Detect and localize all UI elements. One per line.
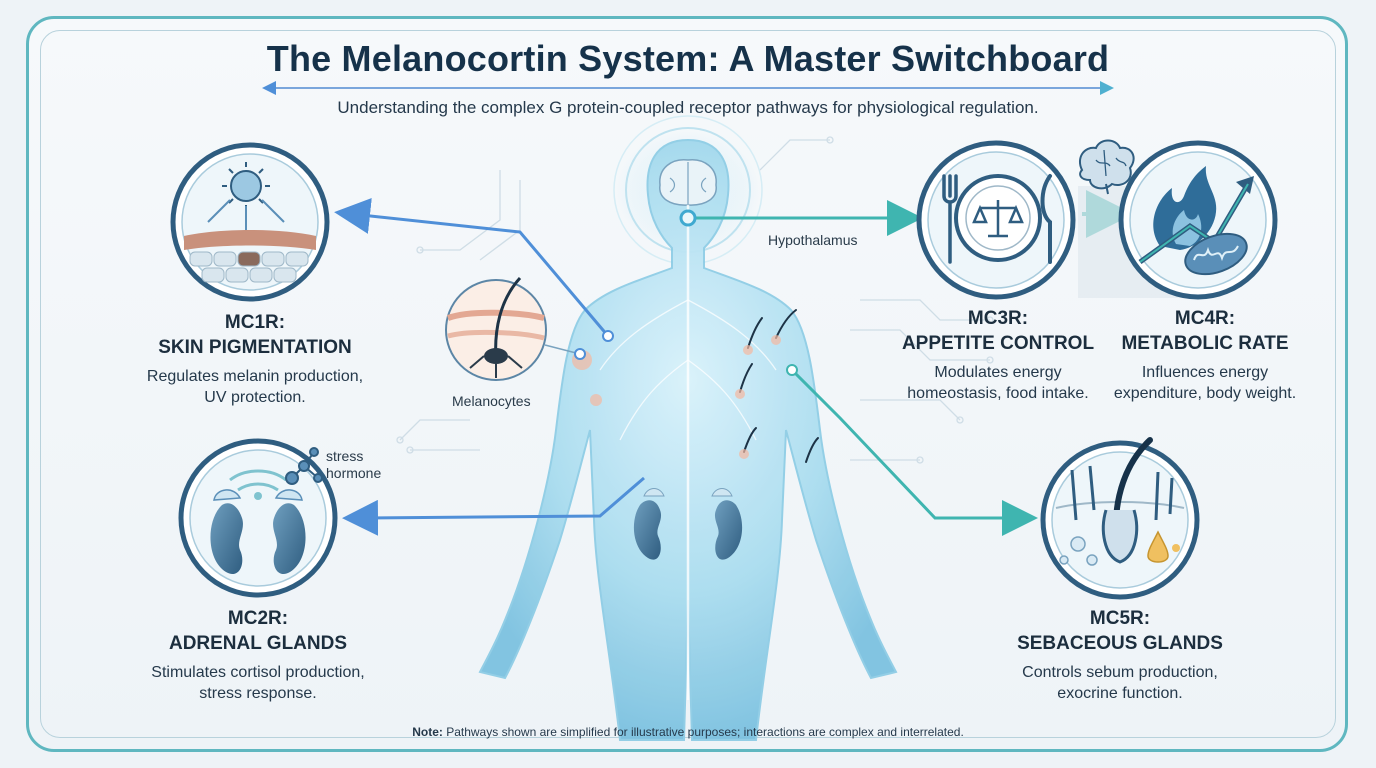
mc1r-desc: Regulates melanin production, UV protect…	[130, 366, 380, 408]
mc2r-name: ADRENAL GLANDS	[168, 633, 348, 654]
mc1r-label: MC1R: SKIN PIGMENTATION Regulates melani…	[130, 310, 380, 408]
mc5r-desc-line2: exocrine function.	[1057, 685, 1183, 702]
mc3r-desc: Modulates energy homeostasis, food intak…	[886, 362, 1110, 404]
mc5r-desc: Controls sebum production, exocrine func…	[1000, 662, 1240, 704]
mc4r-icon-circle	[1078, 140, 1278, 300]
mc2r-label: MC2R: ADRENAL GLANDS Stimulates cortisol…	[128, 606, 388, 704]
mc2r-icon-circle	[178, 438, 338, 598]
footnote-prefix: Note:	[412, 725, 443, 739]
mc4r-label: MC4R: METABOLIC RATE Influences energy e…	[1100, 306, 1310, 404]
arrow-mc1r	[334, 198, 614, 342]
oil-drop-icon	[1147, 530, 1180, 563]
mc5r-desc-line1: Controls sebum production,	[1022, 664, 1218, 681]
mc1r-desc-line2: UV protection.	[204, 389, 306, 406]
stress-hormone-line2: hormone	[326, 465, 382, 481]
mc5r-label: MC5R: SEBACEOUS GLANDS Controls sebum pr…	[1000, 606, 1240, 704]
page-subtitle: Understanding the complex G protein-coup…	[337, 98, 1039, 117]
mc4r-code: MC4R:	[1174, 308, 1236, 329]
mc2r-desc-line2: stress response.	[199, 685, 317, 702]
mc1r-icon-circle	[170, 142, 330, 302]
mc3r-label: MC3R: APPETITE CONTROL Modulates energy …	[886, 306, 1110, 404]
brain-icon	[1078, 139, 1135, 195]
mc1r-desc-line1: Regulates melanin production,	[146, 368, 364, 385]
arrow-mc2r	[342, 476, 645, 536]
arrow-mc3r	[679, 200, 923, 236]
hypothalamus-label: Hypothalamus	[768, 232, 858, 248]
mc2r-desc-line1: Stimulates cortisol production,	[151, 664, 365, 681]
melanocytes-label: Melanocytes	[452, 393, 531, 409]
mc1r-code: MC1R:	[224, 312, 286, 333]
scale-icon	[972, 200, 1024, 238]
kidney-icon	[210, 489, 306, 574]
mc2r-desc: Stimulates cortisol production, stress r…	[128, 662, 388, 704]
mc3r-code: MC3R:	[967, 308, 1029, 329]
mitochondria-icon	[1184, 232, 1248, 276]
mc4r-desc-line2: expenditure, body weight.	[1113, 385, 1297, 402]
page-title: The Melanocortin System: A Master Switch…	[266, 38, 1110, 79]
mc4r-desc-line1: Influences energy	[1141, 364, 1269, 381]
mc5r-icon-circle	[1040, 437, 1200, 600]
stress-hormone-label: stress hormone	[326, 448, 381, 482]
circuit-traces	[396, 136, 994, 464]
sun-icon	[207, 162, 285, 234]
inner-frame	[40, 30, 1336, 738]
body-figure-icon	[478, 115, 898, 741]
arrow-mc5r	[786, 364, 1038, 536]
mc3r-desc-line2: homeostasis, food intake.	[907, 385, 1089, 402]
stress-hormone-line1: stress	[326, 448, 364, 464]
footnote-text: Pathways shown are simplified for illust…	[442, 725, 964, 739]
mc2r-code: MC2R:	[227, 608, 289, 629]
title-double-arrow	[262, 81, 1114, 95]
hair-follicle-icon	[1055, 437, 1185, 564]
mc5r-code: MC5R:	[1089, 608, 1151, 629]
mc4r-desc: Influences energy expenditure, body weig…	[1100, 362, 1310, 404]
mc3r-desc-line1: Modulates energy	[934, 364, 1062, 381]
footnote: Note: Pathways shown are simplified for …	[0, 725, 1376, 739]
mc1r-name: SKIN PIGMENTATION	[158, 337, 352, 358]
molecule-icon	[285, 447, 323, 485]
melanocytes-inset	[445, 276, 586, 381]
mc4r-name: METABOLIC RATE	[1121, 333, 1289, 354]
mc5r-name: SEBACEOUS GLANDS	[1017, 633, 1223, 654]
mc3r-icon-circle	[916, 140, 1076, 300]
mc3r-name: APPETITE CONTROL	[901, 333, 1095, 354]
